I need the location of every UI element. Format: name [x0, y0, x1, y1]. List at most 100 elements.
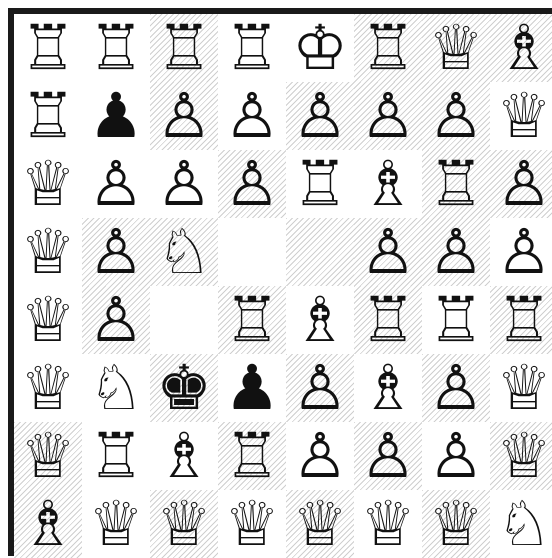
- square-g6[interactable]: ♖: [422, 150, 490, 218]
- square-b2[interactable]: ♖: [82, 422, 150, 490]
- white-bishop-icon[interactable]: ♗: [150, 422, 218, 490]
- white-rook-icon[interactable]: ♖: [218, 422, 286, 490]
- square-d4[interactable]: ♖: [218, 286, 286, 354]
- white-queen-icon[interactable]: ♕: [422, 490, 490, 558]
- square-h2[interactable]: ♕: [490, 422, 552, 490]
- square-f7[interactable]: ♙: [354, 82, 422, 150]
- white-queen-icon[interactable]: ♕: [14, 286, 82, 354]
- square-c3[interactable]: ♚: [150, 354, 218, 422]
- white-rook-icon[interactable]: ♖: [218, 286, 286, 354]
- white-pawn-icon[interactable]: ♙: [286, 422, 354, 490]
- white-pawn-icon[interactable]: ♙: [422, 218, 490, 286]
- white-pawn-icon[interactable]: ♙: [82, 286, 150, 354]
- square-g8[interactable]: ♕: [422, 14, 490, 82]
- square-e4[interactable]: ♗: [286, 286, 354, 354]
- square-b5[interactable]: ♙: [82, 218, 150, 286]
- white-rook-icon[interactable]: ♖: [150, 14, 218, 82]
- white-queen-icon[interactable]: ♕: [490, 82, 552, 150]
- white-rook-icon[interactable]: ♖: [14, 82, 82, 150]
- white-pawn-icon[interactable]: ♙: [354, 422, 422, 490]
- square-h7[interactable]: ♕: [490, 82, 552, 150]
- white-pawn-icon[interactable]: ♙: [82, 150, 150, 218]
- white-rook-icon[interactable]: ♖: [286, 150, 354, 218]
- white-queen-icon[interactable]: ♕: [354, 490, 422, 558]
- square-b8[interactable]: ♖: [82, 14, 150, 82]
- square-f8[interactable]: ♖: [354, 14, 422, 82]
- square-a2[interactable]: ♕: [14, 422, 82, 490]
- white-pawn-icon[interactable]: ♙: [286, 82, 354, 150]
- square-a3[interactable]: ♕: [14, 354, 82, 422]
- white-pawn-icon[interactable]: ♙: [286, 354, 354, 422]
- square-g4[interactable]: ♖: [422, 286, 490, 354]
- square-a1[interactable]: ♗: [14, 490, 82, 558]
- white-bishop-icon[interactable]: ♗: [490, 14, 552, 82]
- square-d7[interactable]: ♙: [218, 82, 286, 150]
- square-e5[interactable]: [286, 218, 354, 286]
- white-rook-icon[interactable]: ♖: [490, 286, 552, 354]
- square-e8[interactable]: ♔: [286, 14, 354, 82]
- white-queen-icon[interactable]: ♕: [490, 422, 552, 490]
- white-pawn-icon[interactable]: ♙: [490, 218, 552, 286]
- square-f5[interactable]: ♙: [354, 218, 422, 286]
- white-rook-icon[interactable]: ♖: [218, 14, 286, 82]
- white-knight-icon[interactable]: ♘: [490, 490, 552, 558]
- white-knight-icon[interactable]: ♘: [82, 354, 150, 422]
- square-e2[interactable]: ♙: [286, 422, 354, 490]
- square-a6[interactable]: ♕: [14, 150, 82, 218]
- white-pawn-icon[interactable]: ♙: [82, 218, 150, 286]
- white-bishop-icon[interactable]: ♗: [354, 150, 422, 218]
- square-c4[interactable]: [150, 286, 218, 354]
- square-e1[interactable]: ♕: [286, 490, 354, 558]
- white-rook-icon[interactable]: ♖: [82, 422, 150, 490]
- square-d3[interactable]: ♟: [218, 354, 286, 422]
- white-rook-icon[interactable]: ♖: [422, 286, 490, 354]
- square-e3[interactable]: ♙: [286, 354, 354, 422]
- square-h3[interactable]: ♕: [490, 354, 552, 422]
- white-queen-icon[interactable]: ♕: [82, 490, 150, 558]
- white-rook-icon[interactable]: ♖: [82, 14, 150, 82]
- square-h4[interactable]: ♖: [490, 286, 552, 354]
- white-queen-icon[interactable]: ♕: [14, 150, 82, 218]
- square-f6[interactable]: ♗: [354, 150, 422, 218]
- white-queen-icon[interactable]: ♕: [422, 14, 490, 82]
- square-f1[interactable]: ♕: [354, 490, 422, 558]
- square-c7[interactable]: ♙: [150, 82, 218, 150]
- square-b6[interactable]: ♙: [82, 150, 150, 218]
- white-pawn-icon[interactable]: ♙: [490, 150, 552, 218]
- square-g1[interactable]: ♕: [422, 490, 490, 558]
- square-b3[interactable]: ♘: [82, 354, 150, 422]
- white-bishop-icon[interactable]: ♗: [286, 286, 354, 354]
- square-c5[interactable]: ♘: [150, 218, 218, 286]
- white-pawn-icon[interactable]: ♙: [150, 150, 218, 218]
- white-bishop-icon[interactable]: ♗: [354, 354, 422, 422]
- square-a7[interactable]: ♖: [14, 82, 82, 150]
- black-king-icon[interactable]: ♚: [150, 354, 218, 422]
- white-queen-icon[interactable]: ♕: [150, 490, 218, 558]
- square-g7[interactable]: ♙: [422, 82, 490, 150]
- square-d5[interactable]: [218, 218, 286, 286]
- square-h6[interactable]: ♙: [490, 150, 552, 218]
- white-pawn-icon[interactable]: ♙: [422, 422, 490, 490]
- square-c6[interactable]: ♙: [150, 150, 218, 218]
- square-h8[interactable]: ♗: [490, 14, 552, 82]
- white-queen-icon[interactable]: ♕: [14, 422, 82, 490]
- square-g3[interactable]: ♙: [422, 354, 490, 422]
- square-f2[interactable]: ♙: [354, 422, 422, 490]
- square-e7[interactable]: ♙: [286, 82, 354, 150]
- square-d2[interactable]: ♖: [218, 422, 286, 490]
- square-f4[interactable]: ♖: [354, 286, 422, 354]
- square-f3[interactable]: ♗: [354, 354, 422, 422]
- square-c1[interactable]: ♕: [150, 490, 218, 558]
- square-a5[interactable]: ♕: [14, 218, 82, 286]
- square-b1[interactable]: ♕: [82, 490, 150, 558]
- square-c8[interactable]: ♖: [150, 14, 218, 82]
- white-king-icon[interactable]: ♔: [286, 14, 354, 82]
- square-d8[interactable]: ♖: [218, 14, 286, 82]
- white-bishop-icon[interactable]: ♗: [14, 490, 82, 558]
- white-pawn-icon[interactable]: ♙: [218, 82, 286, 150]
- square-d6[interactable]: ♙: [218, 150, 286, 218]
- white-queen-icon[interactable]: ♕: [14, 218, 82, 286]
- white-knight-icon[interactable]: ♘: [150, 218, 218, 286]
- white-queen-icon[interactable]: ♕: [490, 354, 552, 422]
- white-pawn-icon[interactable]: ♙: [422, 82, 490, 150]
